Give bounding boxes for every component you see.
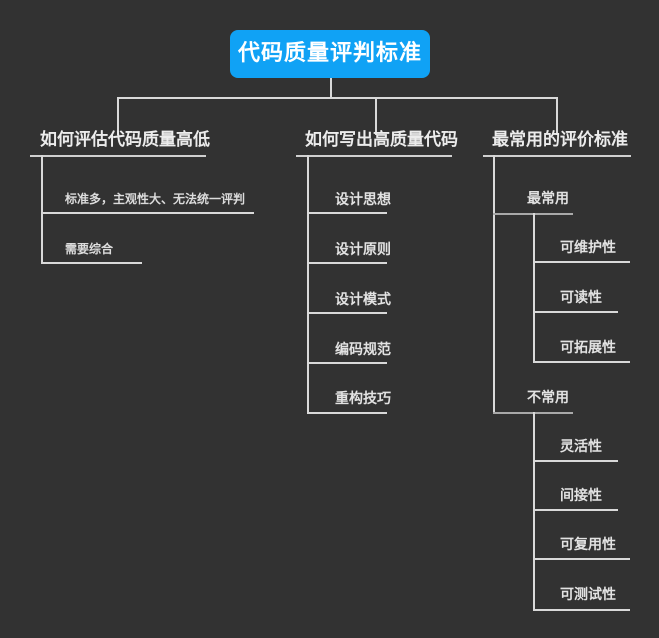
branch-node-3[interactable]: 最常用的评价标准 [492,130,628,150]
leaf-node-3-1-1[interactable]: 可维护性 [560,240,616,256]
leaf-node-2-5[interactable]: 重构技巧 [335,391,391,407]
leaf-node-1-1[interactable]: 标准多，主观性大、无法统一评判 [65,192,246,206]
leaf-node-2-2[interactable]: 设计原则 [335,242,391,258]
connector-group-3-2-spine [533,412,535,611]
leaf-underline-3-1-1 [533,261,630,263]
branch-underline-3 [483,155,631,157]
leaf-node-3-1-2[interactable]: 可读性 [560,290,602,306]
leaf-underline-2-2 [307,262,387,264]
root-node-label: 代码质量评判标准 [237,41,422,66]
leaf-underline-2-5 [307,412,387,414]
leaf-underline-3-2-1 [533,460,618,462]
connector-branch2-spine [307,155,309,414]
leaf-node-3-2-1[interactable]: 灵活性 [560,439,602,455]
leaf-node-3-2-2[interactable]: 间接性 [560,488,602,504]
connector-branch3-spine [493,155,495,413]
leaf-node-2-1[interactable]: 设计思想 [335,192,391,208]
leaf-underline-3-2-3 [533,558,630,560]
connector-branch2-drop [375,97,377,135]
root-node[interactable]: 代码质量评判标准 [230,30,430,78]
connector-branch1-spine [41,155,43,264]
leaf-node-2-4[interactable]: 编码规范 [335,342,391,358]
group-node-3-1[interactable]: 最常用 [527,191,569,207]
leaf-node-2-3[interactable]: 设计模式 [335,292,391,308]
leaf-underline-3-2-4 [533,609,630,611]
group-node-3-2[interactable]: 不常用 [527,390,569,406]
leaf-node-3-2-3[interactable]: 可复用性 [560,537,616,553]
leaf-node-1-2[interactable]: 需要综合 [65,242,114,256]
leaf-underline-2-3 [307,312,387,314]
leaf-node-3-1-3[interactable]: 可拓展性 [560,340,616,356]
connector-root-stem [330,78,332,99]
leaf-underline-3-1-2 [533,311,618,313]
leaf-underline-3-1-3 [533,361,630,363]
leaf-underline-3-2-2 [533,509,618,511]
leaf-node-3-2-4[interactable]: 可测试性 [560,587,616,603]
branch-node-2[interactable]: 如何写出高质量代码 [305,130,458,150]
connector-group-3-1-spine [533,213,535,363]
branch-node-1[interactable]: 如何评估代码质量高低 [40,130,210,150]
branch-underline-2 [296,155,452,157]
leaf-underline-2-4 [307,362,387,364]
connector-branch3-drop [556,97,558,135]
leaf-underline-1-1 [41,212,254,214]
branch-underline-1 [30,155,206,157]
leaf-underline-1-2 [41,262,142,264]
connector-root-bus [117,97,558,99]
connector-branch1-drop [117,97,119,135]
leaf-underline-2-1 [307,212,387,214]
